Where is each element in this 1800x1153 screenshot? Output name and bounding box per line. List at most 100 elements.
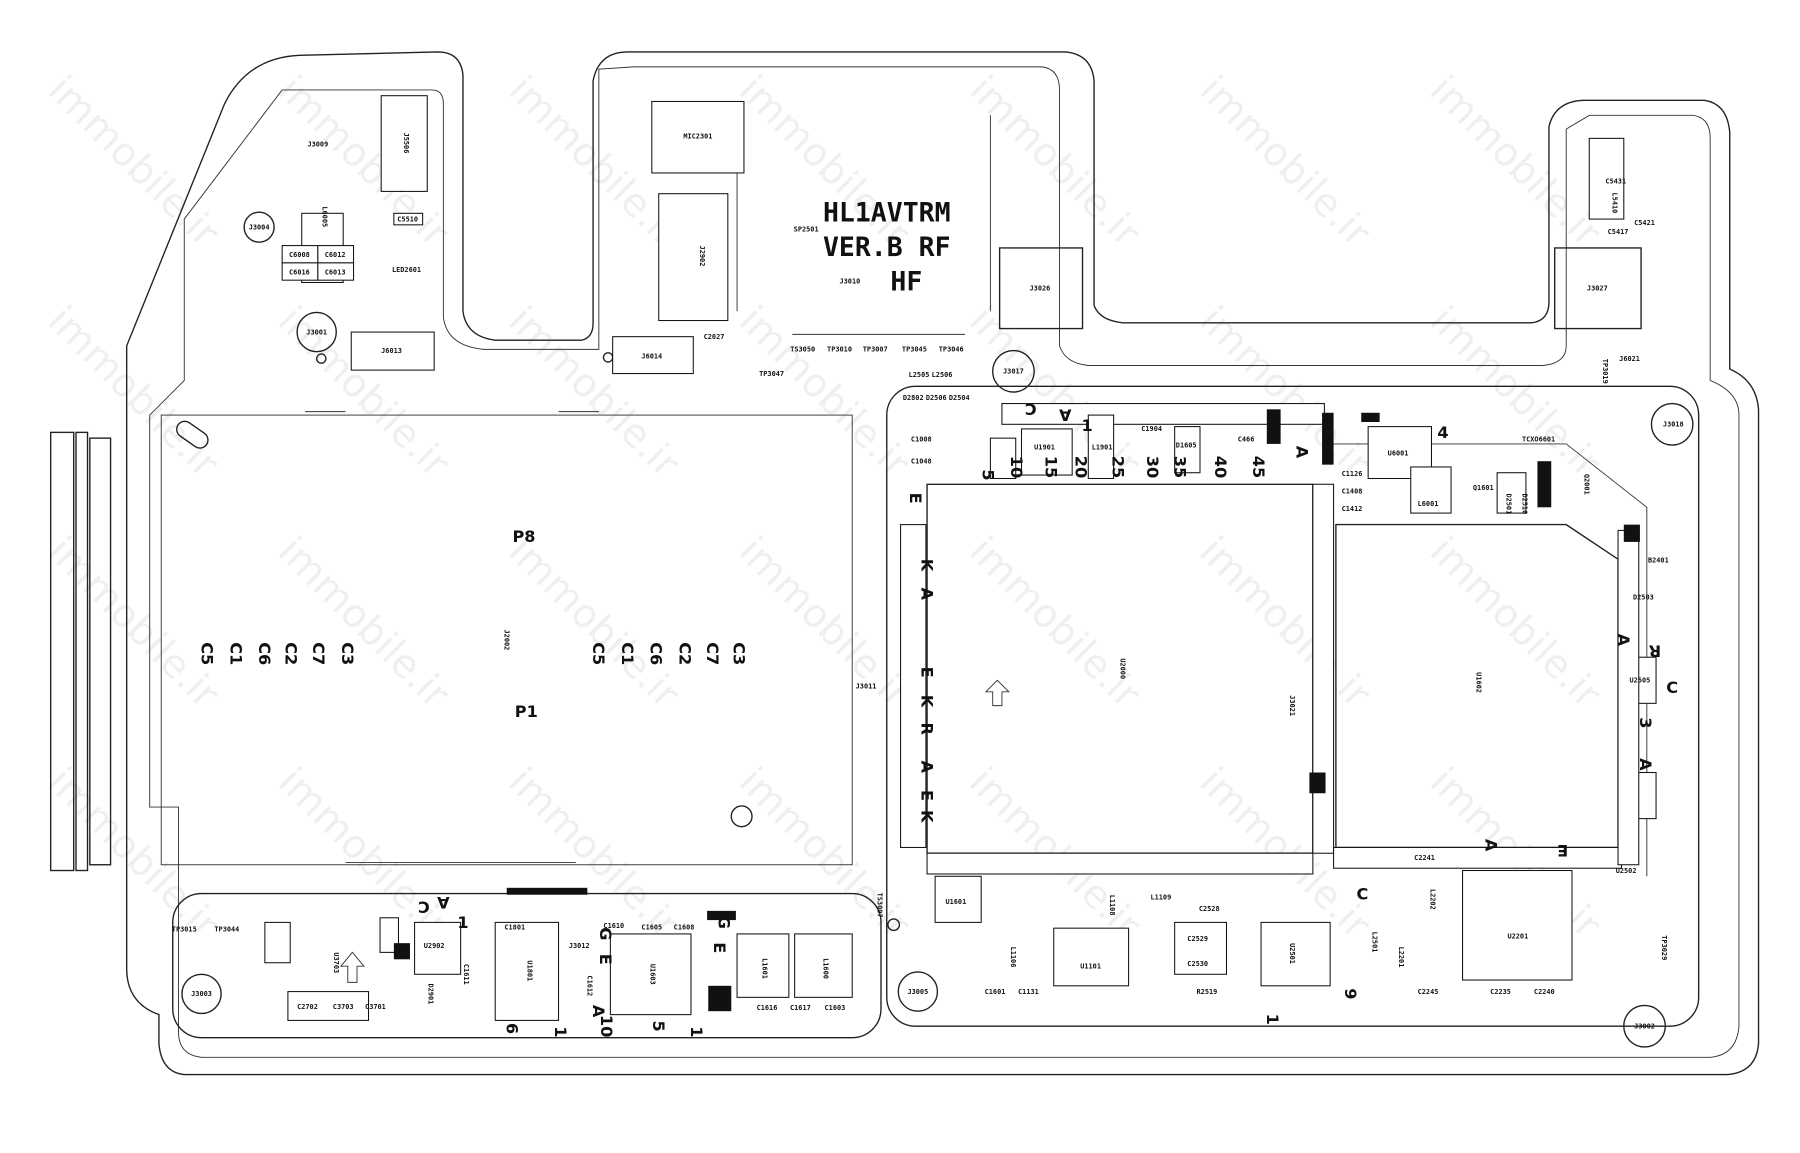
component-label-c5417: C5417 — [1608, 228, 1629, 236]
component-label-j3002: J3002 — [1634, 1022, 1655, 1030]
component-label-tp3019: TP3019 — [1601, 359, 1609, 384]
component-label-ts3007: TS3007 — [876, 893, 884, 918]
pin-marker: C2 — [675, 642, 694, 665]
pin-marker: C6 — [647, 642, 666, 665]
component-label-mic2301: MIC2301 — [683, 132, 712, 140]
component-label-d2506: D2506 — [926, 394, 947, 402]
component-label-u2902: U2902 — [424, 942, 445, 950]
component-label-c1601: C1601 — [985, 988, 1006, 996]
mount-hole — [730, 805, 753, 828]
component-label-j5506: J5506 — [402, 133, 410, 154]
component-label-c1904: C1904 — [1141, 425, 1162, 433]
component-label-j3027: J3027 — [1587, 285, 1608, 293]
watermark-text: immobile.ir — [1421, 67, 1610, 256]
mount-holes — [181, 181, 1694, 1048]
component-label-l2202: L2202 — [1428, 889, 1436, 910]
pin-marker: A — [1482, 839, 1501, 852]
pin-marker: 1 — [551, 1026, 570, 1037]
watermark-text: immobile.ir — [1191, 67, 1380, 256]
pin-marker: G — [596, 927, 615, 940]
pin-marker: A — [589, 1005, 608, 1018]
component-label-u1101: U1101 — [1080, 963, 1101, 971]
component-label-d2503: D2503 — [1633, 594, 1654, 602]
pin-marker: 9 — [1341, 988, 1360, 999]
component-label-l5410: L5410 — [1610, 193, 1618, 214]
watermark-text: immobile.ir — [1421, 298, 1610, 487]
watermark-text: immobile.ir — [1191, 529, 1380, 718]
pin-marker: 35 — [1171, 456, 1190, 478]
pin-marker: P8 — [512, 527, 535, 546]
watermark-text: immobile.ir — [730, 298, 919, 487]
component-label-c1412: C1412 — [1342, 505, 1363, 513]
component-label-c1126: C1126 — [1342, 470, 1363, 478]
pin-marker: 1 — [457, 913, 468, 932]
component-label-l1601: L1601 — [760, 958, 768, 979]
watermark-text: immobile.ir — [269, 67, 458, 256]
rf-section-panel — [886, 385, 1700, 1027]
component-label-j3026: J3026 — [1030, 285, 1051, 293]
pin-marker: E — [1557, 841, 1568, 860]
pin-marker: A — [1059, 405, 1072, 424]
pin-marker: R — [1648, 642, 1661, 661]
component-label-c1131: C1131 — [1018, 988, 1039, 996]
component-label-j6013: J6013 — [381, 347, 402, 355]
pin-marker: R — [917, 722, 936, 735]
component-label-u1602: U1602 — [1474, 672, 1482, 693]
dense-pad-arrays — [393, 409, 1640, 1012]
component-label-j3011: J3011 — [856, 682, 877, 690]
component-label-u2000: U2000 — [1119, 658, 1127, 679]
component-label-c1610: C1610 — [603, 922, 624, 930]
component-label-c1408: C1408 — [1342, 487, 1363, 495]
pin-marker: E — [917, 790, 936, 801]
component-label-u1601: U1601 — [945, 898, 966, 906]
component-label-led2601: LED2601 — [392, 266, 421, 274]
pin-marker: A — [917, 760, 936, 773]
component-label-c1605: C1605 — [641, 923, 662, 931]
component-label-c2528: C2528 — [1199, 905, 1220, 913]
component-label-u2201: U2201 — [1507, 933, 1528, 941]
component-label-c5510: C5510 — [397, 215, 418, 223]
component-label-tcxo6601: TCXO6601 — [1522, 436, 1555, 444]
pin-marker: A — [917, 588, 936, 601]
pin-marker: K — [917, 559, 936, 572]
pin-marker: 15 — [1042, 456, 1061, 478]
component-label-u2505: U2505 — [1630, 677, 1651, 685]
component-label-tp3045: TP3045 — [902, 346, 927, 354]
component-label-tp3044: TP3044 — [214, 926, 239, 934]
battery-area — [160, 414, 853, 866]
component-label-l2506: L2506 — [932, 371, 953, 379]
pin-marker: C — [1356, 884, 1368, 903]
pin-marker: E — [596, 954, 615, 965]
component-label-j3009: J3009 — [307, 140, 328, 148]
pin-marker: 45 — [1249, 456, 1268, 478]
component-label-b2401: B2401 — [1648, 557, 1669, 565]
orientation-arrow-icon — [984, 679, 1010, 707]
component-label-c2240: C2240 — [1534, 988, 1555, 996]
component-label-j3005: J3005 — [907, 988, 928, 996]
component-label-l1108: L1108 — [1108, 895, 1116, 916]
pin-marker: A — [1614, 634, 1633, 647]
pin-marker: A — [1636, 758, 1655, 771]
component-label-tp3015: TP3015 — [172, 926, 197, 934]
component-label-l2201: L2201 — [1397, 947, 1405, 968]
component-label-l2501: L2501 — [1371, 932, 1379, 953]
component-label-c6016: C6016 — [289, 268, 310, 276]
pin-marker: C7 — [703, 642, 722, 665]
watermark-text: immobile.ir — [960, 67, 1149, 256]
pin-marker: 30 — [1143, 456, 1162, 478]
component-label-c1048: C1048 — [911, 458, 932, 466]
pin-marker: 5 — [978, 469, 997, 480]
component-label-u2501: U2501 — [1288, 943, 1296, 964]
component-label-j3021: J3021 — [1288, 695, 1296, 716]
side-connector — [75, 431, 89, 872]
component-label-c1801: C1801 — [504, 923, 525, 931]
component-label-u1901: U1901 — [1034, 444, 1055, 452]
board-title-line-3: HF — [890, 267, 922, 298]
pin-marker: E — [906, 493, 925, 504]
pin-marker: 1 — [1263, 1014, 1282, 1025]
component-label-c3701: C3701 — [365, 1003, 386, 1011]
component-label-c1008: C1008 — [911, 436, 932, 444]
pin-marker: 1 — [687, 1026, 706, 1037]
